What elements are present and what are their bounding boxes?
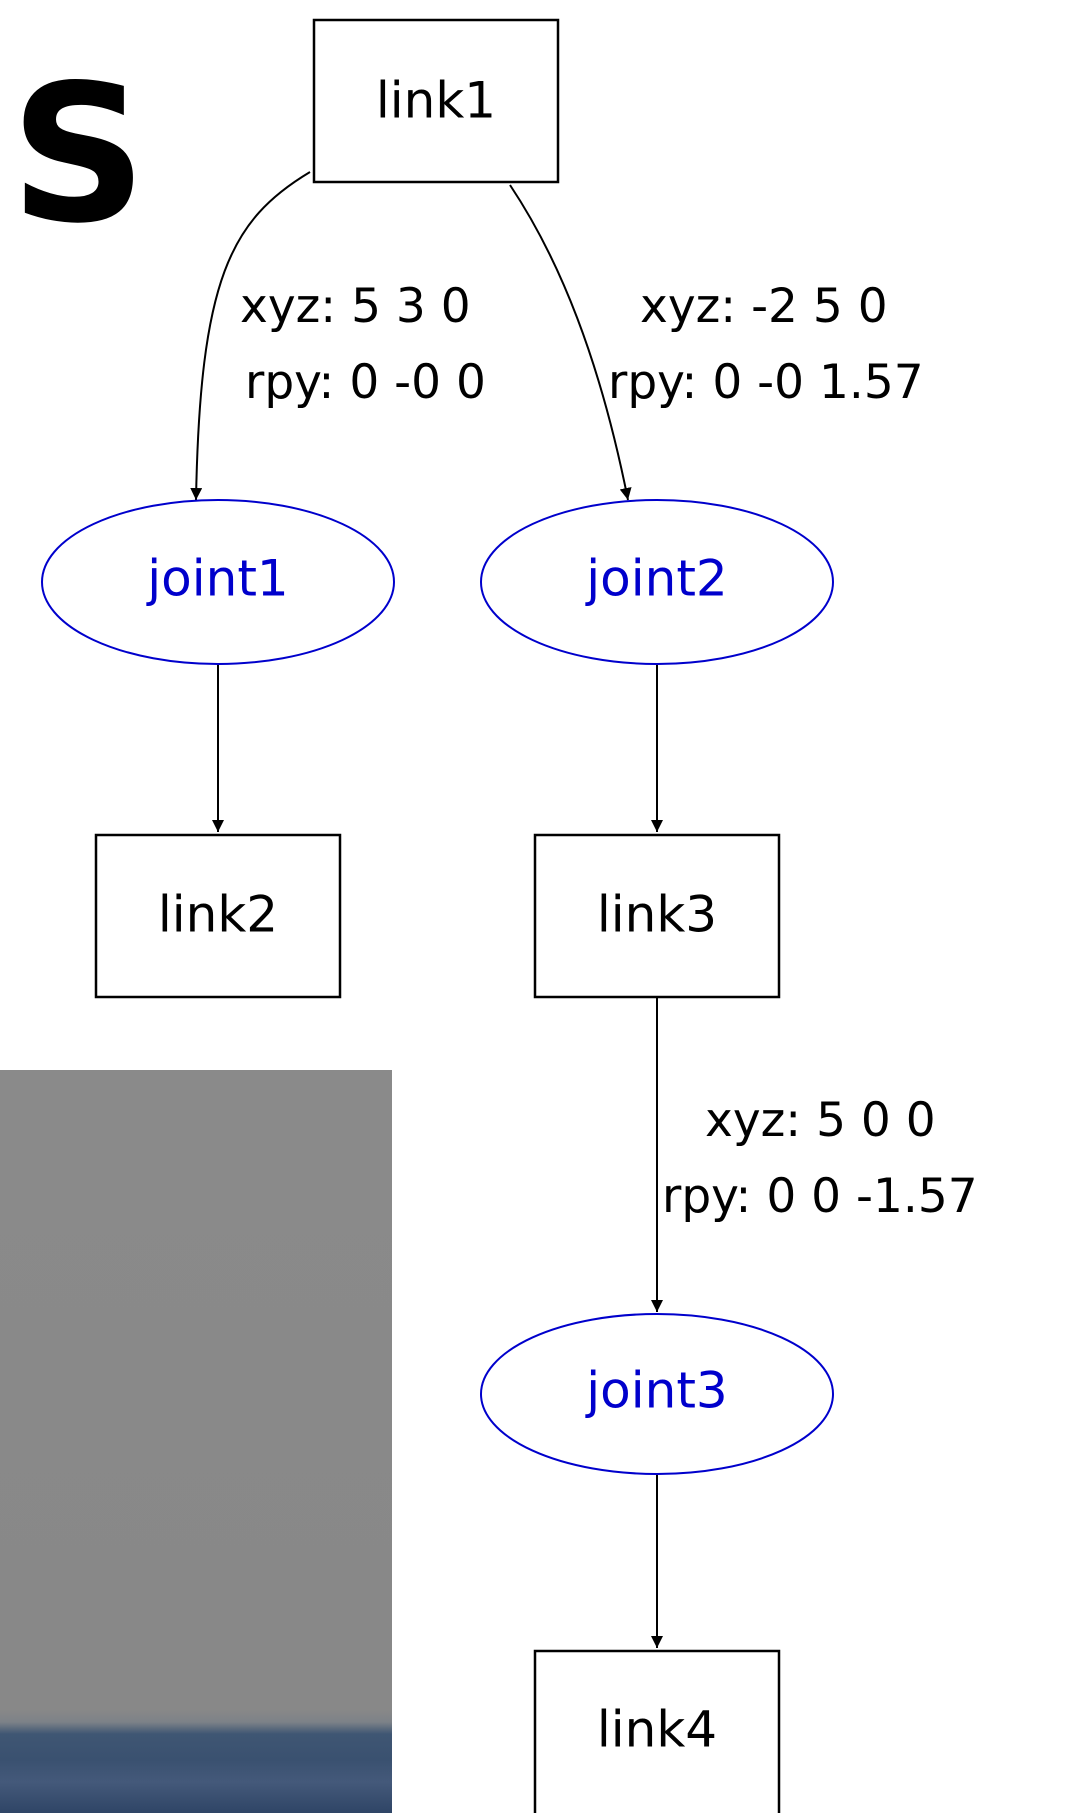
- partial-heading-letter: S: [10, 44, 147, 265]
- node-link2: link2: [94, 833, 342, 999]
- edge-label-rpy: rpy: 0 -0 0: [245, 355, 486, 410]
- node-joint3-label: joint3: [585, 1362, 727, 1420]
- node-link4: link4: [533, 1649, 781, 1813]
- edge-label-link1-joint2: xyz: -2 5 0 rpy: 0 -0 1.57: [608, 279, 924, 410]
- node-link2-label: link2: [158, 886, 278, 944]
- node-link1: link1: [312, 18, 560, 184]
- edge-label-link3-joint3: xyz: 5 0 0 rpy: 0 0 -1.57: [662, 1093, 978, 1224]
- edge-label-rpy: rpy: 0 -0 1.57: [608, 355, 924, 410]
- edge-label-link1-joint1: xyz: 5 3 0 rpy: 0 -0 0: [240, 279, 486, 410]
- edge-link1-joint2: [509, 184, 632, 501]
- edge-label-xyz: xyz: 5 0 0: [705, 1093, 936, 1148]
- background-photo: [0, 1070, 392, 1813]
- node-joint3: joint3: [480, 1313, 834, 1475]
- node-link4-label: link4: [597, 1701, 717, 1759]
- edge-label-xyz: xyz: 5 3 0: [240, 279, 471, 334]
- node-joint2-label: joint2: [585, 550, 727, 608]
- node-joint2: joint2: [480, 499, 834, 665]
- node-link3: link3: [533, 833, 781, 999]
- edge-label-rpy: rpy: 0 0 -1.57: [662, 1169, 978, 1224]
- node-joint1-label: joint1: [146, 550, 288, 608]
- edge-label-xyz: xyz: -2 5 0: [640, 279, 888, 334]
- node-link3-label: link3: [597, 886, 717, 944]
- node-link1-label: link1: [376, 72, 496, 130]
- edge-link1-joint1: [190, 171, 311, 501]
- node-joint1: joint1: [41, 499, 395, 665]
